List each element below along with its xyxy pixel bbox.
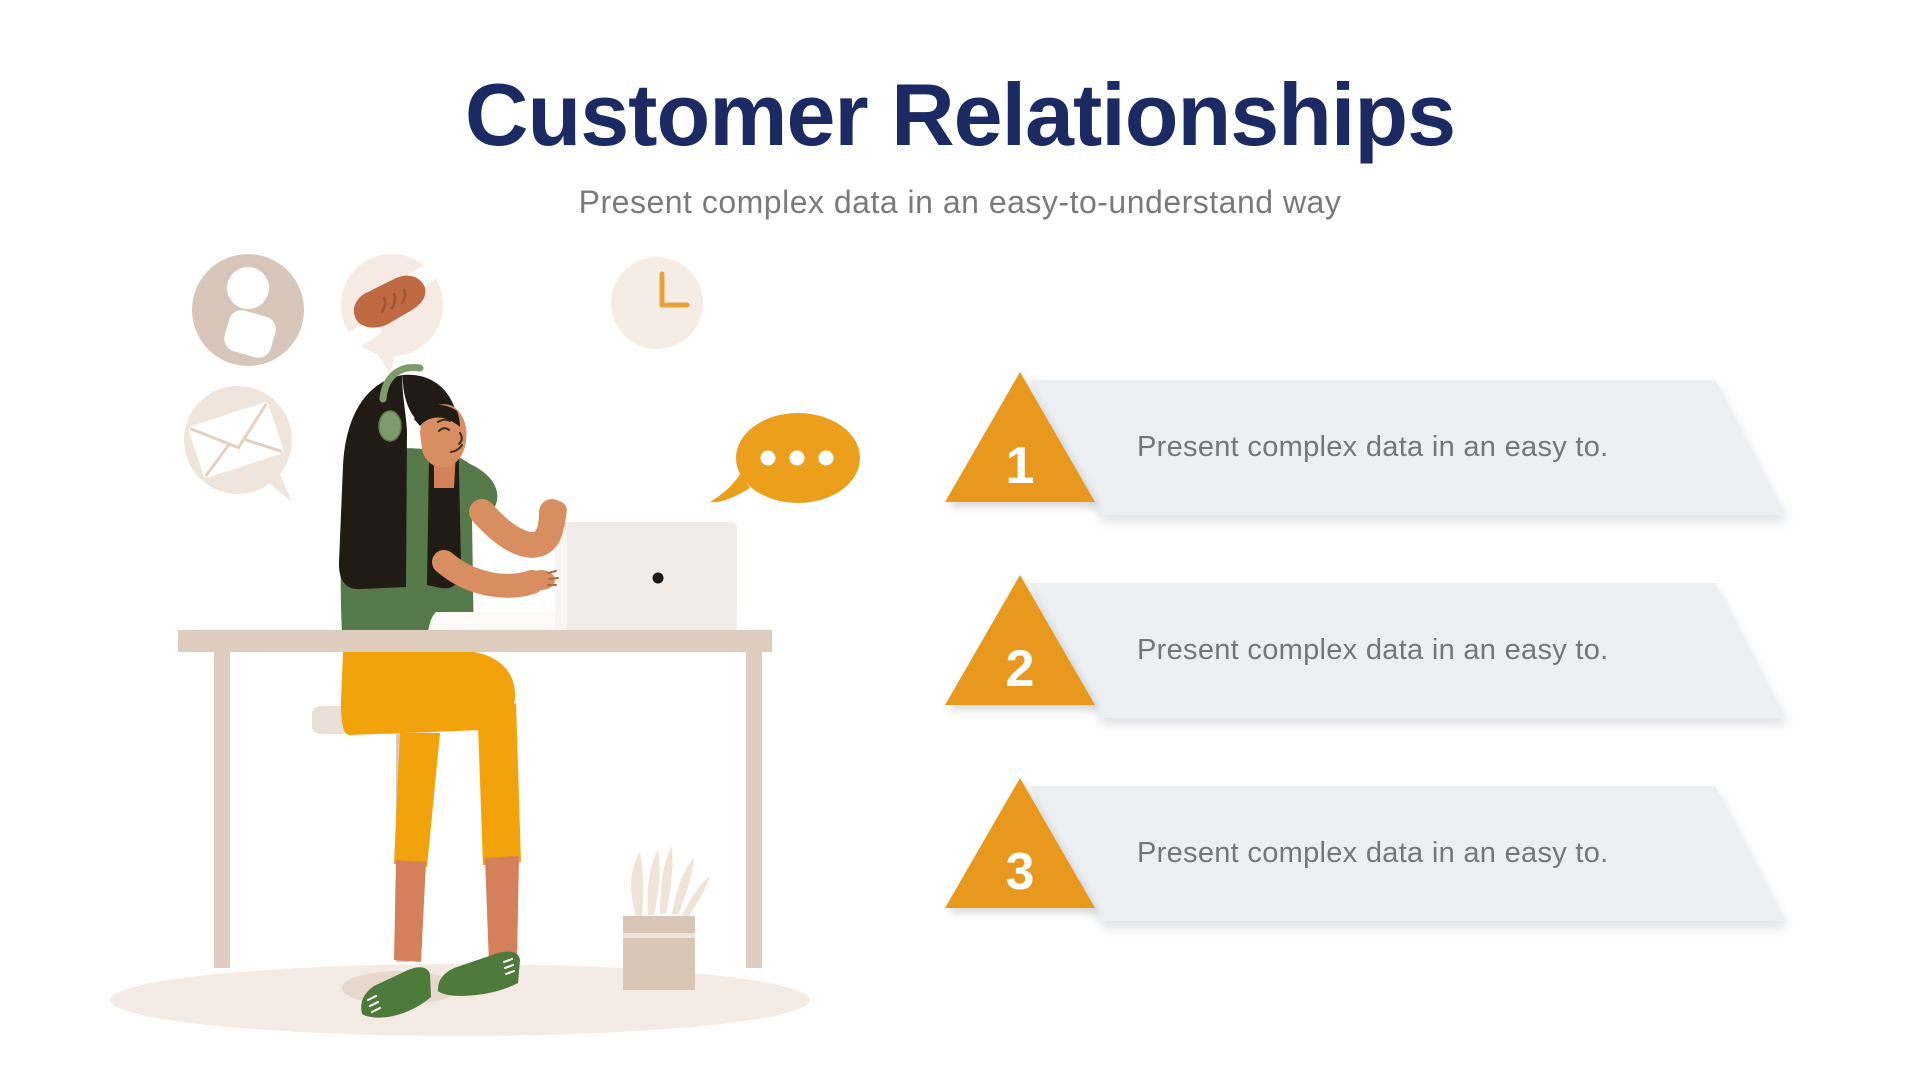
step-row-3: Present complex data in an easy to. 3 — [945, 778, 1795, 923]
step-text-3: Present complex data in an easy to. — [1137, 837, 1609, 869]
desk-top — [178, 630, 772, 652]
step-banner-3 — [1030, 786, 1785, 921]
step-text-1: Present complex data in an easy to. — [1137, 431, 1609, 463]
customer-support-illustration — [110, 254, 860, 1036]
agent-arms — [432, 499, 567, 598]
chat-dots-icon — [710, 413, 860, 503]
step-number-3: 3 — [1005, 843, 1035, 901]
handshake-icon — [341, 254, 443, 374]
headset-icon — [379, 363, 424, 403]
envelope-icon — [184, 386, 292, 502]
page-subtitle: Present complex data in an easy-to-under… — [578, 184, 1342, 220]
step-row-2: Present complex data in an easy to. 2 — [945, 575, 1795, 720]
desk-legs — [214, 652, 762, 968]
page-title: Customer Relationships — [464, 65, 1456, 164]
clock-icon — [611, 257, 703, 349]
step-triangle-3: 3 — [945, 778, 1095, 908]
step-triangle-2: 2 — [945, 575, 1095, 705]
step-row-1: Present complex data in an easy to. 1 — [945, 372, 1795, 517]
support-agent — [338, 363, 521, 1018]
step-triangle-1: 1 — [945, 372, 1095, 502]
laptop — [428, 522, 737, 632]
step-number-1: 1 — [1005, 437, 1035, 495]
step-number-2: 2 — [1005, 640, 1035, 698]
step-text-2: Present complex data in an easy to. — [1137, 634, 1609, 666]
user-profile-icon — [192, 254, 304, 366]
step-banner-2 — [1030, 583, 1785, 718]
step-banner-1 — [1030, 380, 1785, 515]
plant — [623, 846, 710, 990]
